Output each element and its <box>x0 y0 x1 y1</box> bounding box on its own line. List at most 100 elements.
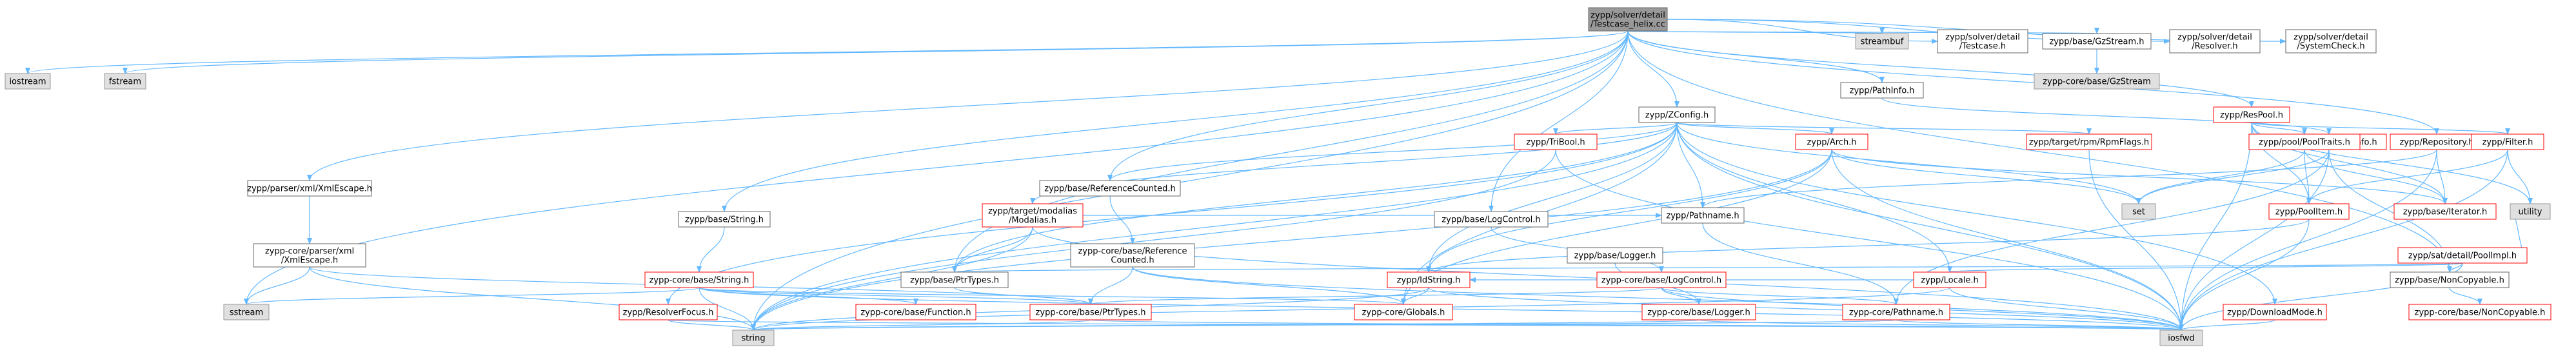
node-base-string-h[interactable]: zypp/base/String.h <box>678 211 771 228</box>
node-label: /Testcase_helix.cc <box>1590 20 1665 30</box>
node-core-logger-h[interactable]: zypp-core/base/Logger.h <box>1641 304 1756 320</box>
edge-core_pathname_h-to-iosfwd <box>1896 319 2184 331</box>
node-core-xmlescape-h[interactable]: zypp-core/parser/xml/XmlEscape.h <box>253 243 366 268</box>
node-label: streambuf <box>1861 37 1904 47</box>
node-label: zypp-core/base/GzStream <box>2043 77 2151 87</box>
node-box <box>619 304 718 320</box>
node-label: zypp/base/GzStream.h <box>2049 37 2144 47</box>
edge-pathname_h-to-core_pathname_h <box>1702 222 1899 305</box>
node-pooltraits-h[interactable]: zypp/pool/PoolTraits.h <box>2248 133 2361 150</box>
node-core-string-h[interactable]: zypp-core/base/String.h <box>644 271 754 288</box>
node-refcounted-h[interactable]: zypp/base/ReferenceCounted.h <box>1039 180 1181 197</box>
node-set: set <box>2121 203 2156 220</box>
edge-testcase_helix-to-iostream <box>25 30 1629 74</box>
node-filter-h[interactable]: zypp/Filter.h <box>2471 133 2544 150</box>
node-box <box>2121 203 2156 220</box>
node-label: zypp/IdString.h <box>1397 276 1461 286</box>
node-pathname-h[interactable]: zypp/Pathname.h <box>1661 207 1745 224</box>
node-label: zypp/solver/detail <box>1945 33 2020 43</box>
node-label: /XmlEscape.h <box>281 256 338 266</box>
edge-resolverfocus_h-to-iosfwd <box>668 319 2183 331</box>
node-box <box>2159 329 2203 346</box>
node-sstream: sstream <box>223 304 270 320</box>
node-core-ptrtypes-h[interactable]: zypp-core/base/PtrTypes.h <box>1029 304 1152 320</box>
node-core-noncopyable-h[interactable]: zypp-core/base/NonCopyable.h <box>2408 304 2551 320</box>
node-rpmflags-h[interactable]: zypp/target/rpm/RpmFlags.h <box>2026 133 2152 150</box>
node-box <box>2026 133 2152 150</box>
node-resolverfocus-h[interactable]: zypp/ResolverFocus.h <box>619 304 718 320</box>
edge-testcase_helix-to-gzstream_h <box>1627 27 2097 34</box>
edge-testcase_helix-to-logcontrol_h <box>1489 30 1629 212</box>
node-box <box>1070 243 1195 268</box>
edge-zconfig_h-to-downloadmode_h <box>1676 122 2277 305</box>
edge-zconfig_h-to-base_ptrtypes_h <box>952 122 1678 273</box>
node-box <box>1661 207 1745 224</box>
edge-layer <box>25 19 2533 331</box>
node-testcase-h[interactable]: zypp/solver/detail/Testcase.h <box>1937 29 2028 54</box>
edge-core_refcounted_h-to-core_globals_h <box>1132 266 1406 305</box>
node-core-refcounted-h[interactable]: zypp-core/base/ReferenceCounted.h <box>1070 243 1195 268</box>
edge-filter_h-to-poolitem_h <box>2306 149 2508 204</box>
node-noncopyable-h[interactable]: zypp/base/NonCopyable.h <box>2390 271 2510 288</box>
node-locale-h[interactable]: zypp/Locale.h <box>1913 271 1986 288</box>
node-base-logger-h[interactable]: zypp/base/Logger.h <box>1567 247 1663 264</box>
node-arch-h[interactable]: zypp/Arch.h <box>1795 133 1868 150</box>
node-box <box>1588 7 1668 32</box>
node-label: iostream <box>9 77 46 87</box>
node-core-pathname-h[interactable]: zypp-core/Pathname.h <box>1842 304 1950 320</box>
edge-zconfig_h-to-locale_h <box>1676 122 1952 273</box>
node-core-gzstream: zypp-core/base/GzStream <box>2034 73 2160 90</box>
node-idstring-h[interactable]: zypp/IdString.h <box>1387 271 1471 288</box>
node-label: zypp/base/NonCopyable.h <box>2395 276 2504 286</box>
node-poolitem-h[interactable]: zypp/PoolItem.h <box>2268 203 2350 220</box>
node-layer: zypp/solver/detail/Testcase_helix.cciost… <box>5 7 2551 346</box>
node-logcontrol-h[interactable]: zypp/base/LogControl.h <box>1434 211 1549 228</box>
node-resolver-h[interactable]: zypp/solver/detail/Resolver.h <box>2169 29 2261 54</box>
node-testcase-helix[interactable]: zypp/solver/detail/Testcase_helix.cc <box>1588 7 1668 32</box>
node-gzstream-h[interactable]: zypp/base/GzStream.h <box>2042 33 2152 50</box>
node-repository-h[interactable]: zypp/Repository.h <box>2390 133 2484 150</box>
edge-testcase_helix-to-repository_h <box>1627 30 2439 135</box>
node-poolimpl-h[interactable]: zypp/sat/detail/PoolImpl.h <box>2397 247 2528 264</box>
node-tribool-h[interactable]: zypp/TriBool.h <box>1514 133 1598 150</box>
node-zconfig-h[interactable]: zypp/ZConfig.h <box>1638 106 1716 123</box>
node-downloadmode-h[interactable]: zypp/DownloadMode.h <box>2223 304 2327 320</box>
node-xmlescape-h[interactable]: zypp/parser/xml/XmlEscape.h <box>247 180 372 197</box>
node-label: zypp/DownloadMode.h <box>2227 308 2323 318</box>
edge-testcase_helix-to-zconfig_h <box>1627 30 1679 108</box>
edge-zconfig_h-to-rpmflags_h <box>1676 122 2092 135</box>
node-pathinfo-h[interactable]: zypp/PathInfo.h <box>1840 82 1924 99</box>
node-box <box>1842 304 1950 320</box>
edge-filter_h-to-utility <box>2507 149 2533 204</box>
node-base-iterator-h[interactable]: zypp/base/Iterator.h <box>2393 203 2497 220</box>
node-respool-h[interactable]: zypp/ResPool.h <box>2213 106 2290 123</box>
node-label: zypp/Repository.h <box>2399 138 2473 148</box>
edge-poolimpl_h-to-locale_h <box>1948 262 2463 273</box>
edge-downloadmode_h-to-iosfwd <box>2179 319 2275 331</box>
edge-poolitem_h-to-iosfwd <box>2179 219 2310 331</box>
node-box <box>1855 33 1909 50</box>
node-label: fstream <box>109 77 141 87</box>
node-base-ptrtypes-h[interactable]: zypp/base/PtrTypes.h <box>900 271 1009 288</box>
node-core-function-h[interactable]: zypp-core/base/Function.h <box>855 304 976 320</box>
node-box <box>1913 271 1986 288</box>
edge-arch_h-to-set <box>1831 149 2141 204</box>
edge-testcase_helix-to-noncopyable_h <box>1627 30 2452 273</box>
edge-testcase_helix-to-sstream <box>244 30 1629 305</box>
edge-core_pathinfo_h-to-set <box>2136 149 2330 204</box>
node-box <box>1039 180 1181 197</box>
node-box <box>1387 271 1471 288</box>
edge-poolitem_h-to-idstring_h <box>1426 219 2310 273</box>
node-label: zypp/base/Logger.h <box>1574 251 1656 261</box>
node-core-logcontrol-h[interactable]: zypp-core/base/LogControl.h <box>1596 271 1727 288</box>
node-modaliases-h[interactable]: zypp/target/modalias/Modalias.h <box>982 203 1084 228</box>
edge-poolimpl_h-to-base_ptrtypes_h <box>954 262 2463 273</box>
node-systemcheck-h[interactable]: zypp/solver/detail/SystemCheck.h <box>2285 29 2377 54</box>
node-box <box>1840 82 1924 99</box>
node-core-globals-h[interactable]: zypp-core/Globals.h <box>1354 304 1453 320</box>
edge-core_string_h-to-sstream <box>244 287 700 305</box>
edge-testcase_helix-to-pathinfo_h <box>1627 30 1885 83</box>
edge-poolimpl_h-to-noncopyable_h <box>2447 262 2463 273</box>
node-label: string <box>741 334 765 344</box>
node-box <box>678 211 771 228</box>
